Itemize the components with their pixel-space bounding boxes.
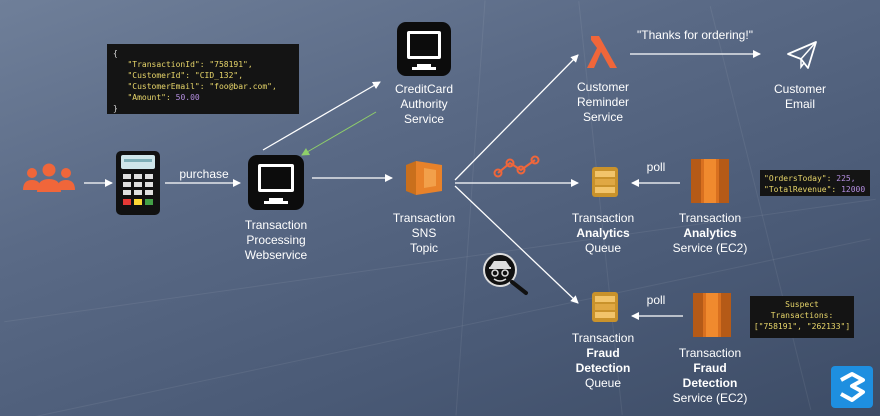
label-line: Service (EC2)	[672, 241, 748, 255]
node-label-fraud-queue: Transaction Fraud Detection Queue	[553, 331, 653, 391]
arrow-web-creditcard	[262, 81, 381, 151]
sqs-queue-icon	[592, 167, 618, 197]
label-line: Detection	[575, 361, 631, 375]
label-line: Analytics	[683, 226, 737, 240]
label-line: SNS	[411, 226, 437, 240]
label-line: Service	[403, 112, 444, 126]
code-value: "CID_132",	[194, 71, 244, 80]
sns-topic-icon	[406, 161, 442, 195]
fraud-json-block: Suspect Transactions: ["758191", "262133…	[750, 296, 854, 338]
ec2-icon	[693, 293, 731, 337]
node-label-customer-reminder: Customer Reminder Service	[553, 80, 653, 125]
arrow-sns-fraud-queue	[454, 185, 579, 304]
label-line: Email	[784, 97, 815, 111]
code-key: "TotalRevenue":	[764, 185, 842, 194]
label-line: Transaction	[571, 331, 635, 345]
label-line: Analytics	[576, 226, 630, 240]
label-line: Service (EC2)	[672, 391, 748, 405]
paper-plane-icon	[787, 41, 817, 70]
label-line: Queue	[584, 376, 622, 390]
card-terminal-icon	[116, 151, 160, 215]
ec2-icon	[691, 159, 729, 203]
label-line: Processing	[246, 233, 306, 247]
code-key: "Amount":	[127, 93, 176, 102]
node-label-customer-email: Customer Email	[750, 82, 850, 112]
node-label-transaction-webservice: Transaction Processing Webservice	[226, 218, 326, 263]
code-value: 50.00	[175, 93, 200, 102]
edge-label-thanks: "Thanks for ordering!"	[637, 28, 753, 42]
edge-label-purchase: purchase	[179, 167, 229, 181]
label-line: Service	[582, 110, 623, 124]
trend-line-icon	[493, 155, 540, 178]
users-group-icon	[23, 163, 75, 192]
node-label-analytics-queue: Transaction Analytics Queue	[553, 211, 653, 256]
monitor-icon	[397, 22, 451, 76]
analytics-json-block: "OrdersToday": 225, "TotalRevenue": 1200…	[760, 170, 870, 196]
monitor-icon	[248, 155, 304, 210]
transaction-json-block: { "TransactionId": "758191", "CustomerId…	[107, 44, 299, 114]
code-value: 225,	[836, 174, 856, 183]
label-line: Transaction	[678, 346, 742, 360]
code-value: 12000	[841, 185, 866, 194]
label-line: Fraud	[693, 361, 727, 375]
label-line: Customer	[773, 82, 826, 96]
code-value: "foo@bar.com",	[209, 82, 277, 91]
code-line: Suspect	[785, 300, 819, 309]
arrow-sns-lambda	[454, 54, 579, 181]
label-line: Transaction	[571, 211, 635, 225]
label-line: Webservice	[244, 248, 308, 262]
code-key: "TransactionId":	[127, 60, 210, 69]
label-line: Customer	[576, 80, 629, 94]
code-value: "758191",	[209, 60, 253, 69]
code-line: ["758191", "262133"]	[753, 322, 851, 331]
edge-label-poll-analytics: poll	[646, 160, 666, 174]
label-line: Topic	[409, 241, 438, 255]
sqs-queue-icon	[592, 292, 618, 322]
code-brace: }	[113, 104, 118, 113]
label-line: Detection	[682, 376, 738, 390]
label-line: Fraud	[586, 346, 620, 360]
code-line: Transactions:	[770, 311, 834, 320]
label-line: Reminder	[576, 95, 630, 109]
brand-logo-icon[interactable]	[831, 366, 873, 408]
spy-magnifier-icon	[483, 253, 528, 295]
label-line: Transaction	[244, 218, 308, 232]
node-label-sns-topic: Transaction SNS Topic	[374, 211, 474, 256]
edge-label-poll-fraud: poll	[646, 293, 666, 307]
node-label-analytics-service: Transaction Analytics Service (EC2)	[660, 211, 760, 256]
code-key: "OrdersToday":	[764, 174, 837, 183]
label-line: Transaction	[678, 211, 742, 225]
brand-logo-mark	[840, 372, 865, 402]
code-brace: {	[113, 49, 118, 58]
lambda-icon	[587, 36, 617, 68]
node-label-fraud-service: Transaction Fraud Detection Service (EC2…	[660, 346, 760, 406]
label-line: Authority	[400, 97, 448, 111]
code-key: "CustomerEmail":	[127, 82, 210, 91]
node-label-creditcard-authority: CreditCard Authority Service	[374, 82, 474, 127]
label-line: CreditCard	[394, 82, 454, 96]
label-line: Transaction	[392, 211, 456, 225]
label-line: Queue	[584, 241, 622, 255]
code-key: "CustomerId":	[127, 71, 195, 80]
arrow-creditcard-response	[301, 111, 377, 156]
